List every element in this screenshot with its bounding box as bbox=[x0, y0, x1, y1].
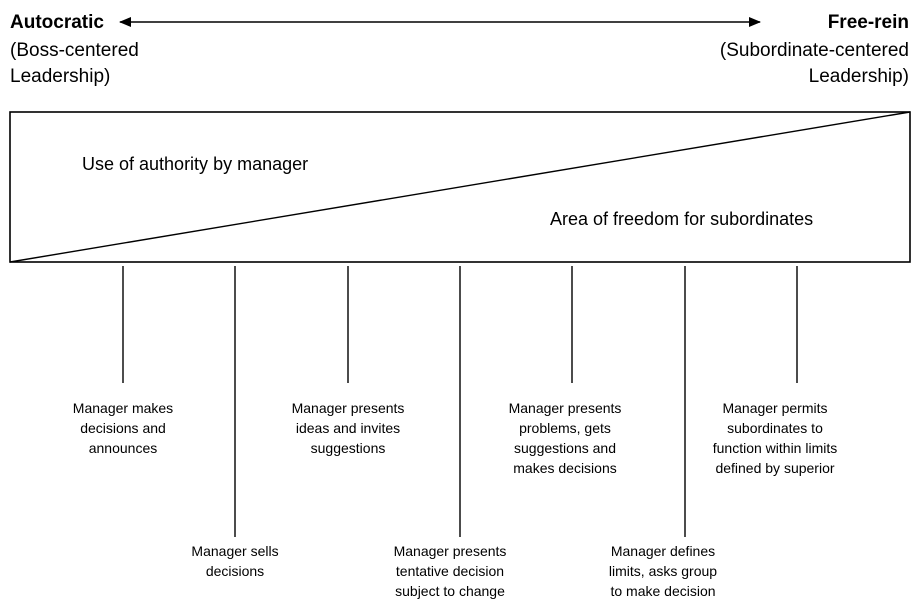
authority-freedom-box bbox=[9, 111, 911, 263]
free-rein-subtitle: (Subordinate-centered Leadership) bbox=[719, 40, 909, 87]
behavior-label-3: Manager presents ideas and invites sugge… bbox=[291, 400, 405, 456]
behavior-label-2: Manager sells decisions bbox=[191, 543, 279, 579]
freedom-label: Area of freedom for subordinates bbox=[550, 209, 814, 229]
behavior-label-5: Manager presents problems, gets suggesti… bbox=[508, 400, 622, 476]
behavior-label-6: Manager defines limits, asks group to ma… bbox=[608, 543, 718, 599]
behavior-label-4: Manager presents tentative decision subj… bbox=[393, 543, 507, 599]
box-diagonal bbox=[9, 111, 911, 263]
autocratic-title: Autocratic bbox=[10, 12, 104, 33]
free-rein-title: Free-rein bbox=[827, 12, 909, 33]
authority-label: Use of authority by manager bbox=[82, 154, 309, 174]
behavior-label-1: Manager makes decisions and announces bbox=[72, 400, 174, 456]
behavior-label-7: Manager permits subordinates to function… bbox=[712, 400, 838, 476]
autocratic-subtitle: (Boss-centered Leadership) bbox=[10, 40, 139, 87]
behavior-ticks bbox=[122, 266, 798, 537]
